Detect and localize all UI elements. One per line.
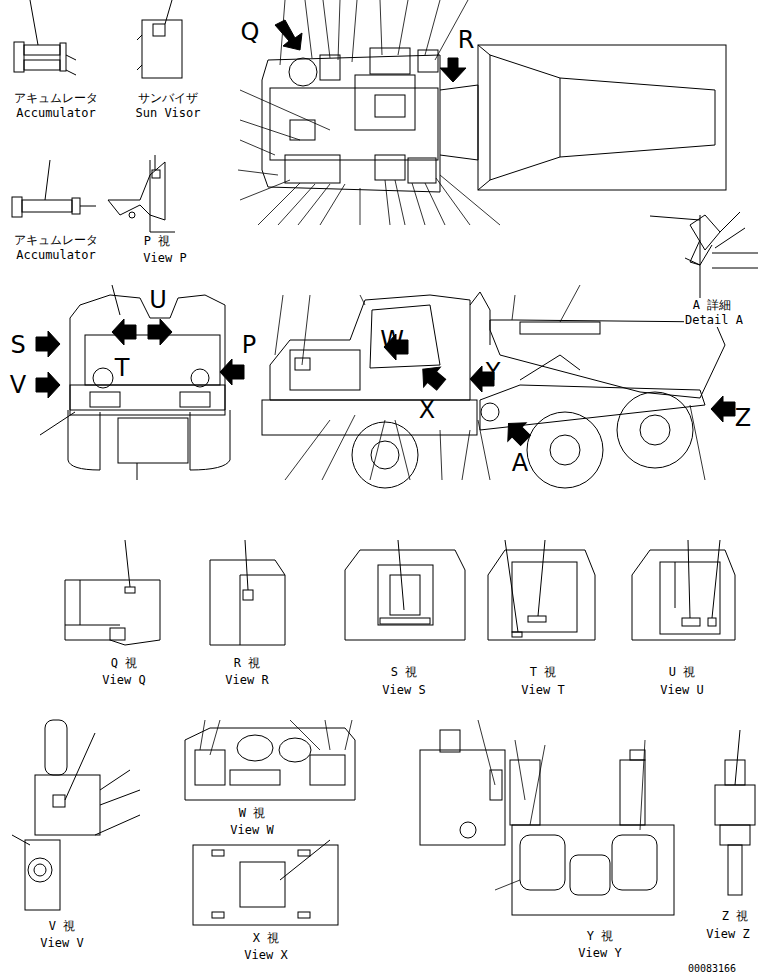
view-arrow-letter: Q xyxy=(240,19,261,45)
view-r-figure xyxy=(210,540,285,645)
view-arrow-letter: W xyxy=(379,327,405,353)
view-caption: View Z xyxy=(705,927,750,941)
view-caption: View V xyxy=(39,936,84,950)
view-w-figure xyxy=(185,720,355,800)
view-caption: Q 視 xyxy=(110,656,138,670)
view-caption: R 視 xyxy=(233,656,261,670)
view-caption: X 視 xyxy=(252,931,280,945)
view-caption: T 視 xyxy=(529,665,557,679)
view-caption: アキュムレータ xyxy=(13,233,99,247)
view-p-figure xyxy=(108,155,175,232)
view-caption: W 視 xyxy=(238,806,266,820)
view-caption: View T xyxy=(520,683,565,697)
view-caption: View P xyxy=(142,251,187,265)
view-q-figure xyxy=(65,540,160,645)
view-arrow-letter: P xyxy=(241,332,257,358)
view-z-figure xyxy=(715,730,755,895)
view-caption: アキュムレータ xyxy=(13,91,99,105)
view-caption: View S xyxy=(381,683,426,697)
detail-a-figure xyxy=(650,212,758,300)
view-caption: V 視 xyxy=(48,919,76,933)
accumulator-figure xyxy=(14,0,76,75)
view-caption: View U xyxy=(659,683,704,697)
accumulator-figure xyxy=(12,160,96,217)
view-caption: 00083166 xyxy=(687,963,737,974)
front-view-figure xyxy=(36,285,244,480)
view-caption: View X xyxy=(243,948,288,962)
view-arrow-letter: R xyxy=(457,27,476,53)
view-arrow-letter: Y xyxy=(485,359,502,385)
view-arrow-letter: U xyxy=(148,287,168,313)
view-caption: View Q xyxy=(101,673,146,687)
view-arrow-letter: A xyxy=(511,450,529,476)
sun-visor-figure xyxy=(137,0,182,78)
view-arrow-letter: Z xyxy=(734,405,752,431)
cab-view-figures xyxy=(345,540,735,640)
view-caption: P 視 xyxy=(143,234,171,248)
view-caption: Y 視 xyxy=(586,929,614,943)
view-caption: Z 視 xyxy=(721,909,749,923)
view-arrow-letter: X xyxy=(418,397,436,423)
view-v-figure xyxy=(12,720,140,910)
view-x-figure xyxy=(193,840,338,925)
view-caption: U 視 xyxy=(668,665,696,679)
view-caption: A 詳細 xyxy=(692,298,732,312)
top-view-figure xyxy=(238,0,726,225)
view-y-figure xyxy=(420,720,674,915)
view-caption: Detail A xyxy=(684,313,744,327)
view-arrow-letter: T xyxy=(114,355,131,381)
view-caption: View R xyxy=(224,673,269,687)
view-caption: Accumulator xyxy=(15,248,96,262)
view-arrow-letter: V xyxy=(9,372,27,398)
view-caption: Accumulator xyxy=(15,106,96,120)
view-arrow-letter: S xyxy=(9,332,26,358)
view-caption: S 視 xyxy=(390,665,418,679)
view-caption: Sun Visor xyxy=(134,106,201,120)
view-caption: サンバイザ xyxy=(137,91,199,105)
view-caption: View Y xyxy=(577,946,622,960)
side-view-figure xyxy=(262,285,735,488)
view-caption: View W xyxy=(229,823,274,837)
